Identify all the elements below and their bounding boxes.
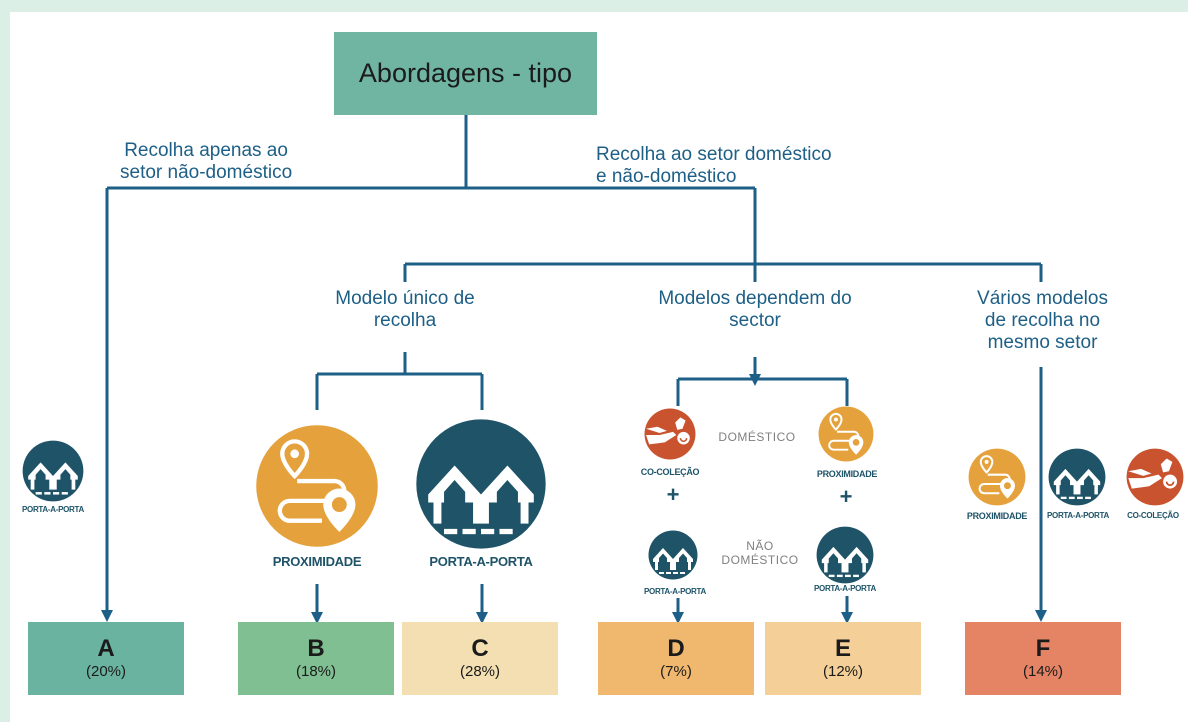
co-colecao-caption: CO-COLEÇÃO — [640, 467, 700, 477]
outcome-percent: (12%) — [822, 662, 863, 680]
porta-a-porta-caption: PORTA-A-PORTA — [643, 587, 707, 596]
co-colecao-icon — [644, 408, 696, 460]
outcome-box-b: B (18%) — [238, 622, 394, 695]
outcome-letter: D — [667, 634, 685, 662]
proximidade-icon — [968, 448, 1026, 506]
outcome-box-a: A (20%) — [28, 622, 184, 695]
model-by-sector-label: Modelos dependem do sector — [658, 288, 852, 331]
co-colecao-icon — [1126, 448, 1184, 506]
arrow-c — [476, 612, 488, 624]
porta-a-porta-caption: PORTA-A-PORTA — [429, 554, 533, 569]
root-title: Abordagens - tipo — [358, 58, 573, 88]
outcome-percent: (20%) — [85, 662, 126, 680]
sector-non-domestic-label: NÃO DOMÉSTICO — [721, 539, 799, 567]
diagram-canvas: Abordagens - tipo Recolha apenas ao seto… — [10, 12, 1188, 722]
branch-non-domestic-label: Recolha apenas ao setor não-doméstico — [120, 140, 293, 183]
outcome-letter: C — [471, 634, 489, 662]
co-colecao-caption: CO-COLEÇÃO — [1127, 511, 1179, 520]
outcome-percent: (18%) — [295, 662, 336, 680]
root-box: Abordagens - tipo — [334, 32, 597, 115]
porta-a-porta-caption: PORTA-A-PORTA — [1046, 511, 1110, 520]
proximidade-caption: PROXIMIDADE — [816, 469, 878, 479]
proximidade-icon — [818, 406, 874, 462]
arrow-a — [101, 610, 113, 622]
outcome-percent: (7%) — [660, 662, 692, 680]
proximidade-icon — [255, 424, 379, 548]
arrow-sector — [749, 374, 761, 386]
outcome-box-d: D (7%) — [598, 622, 754, 695]
outcome-box-f: F (14%) — [965, 622, 1121, 695]
outcome-letter: E — [834, 634, 851, 662]
outcome-percent: (28%) — [459, 662, 500, 680]
outcome-box-e: E (12%) — [765, 622, 921, 695]
arrow-f — [1035, 610, 1047, 622]
porta-a-porta-icon — [648, 530, 698, 580]
proximidade-caption: PROXIMIDADE — [272, 554, 362, 569]
plus-sign-d: + — [666, 482, 680, 507]
outcome-letter: A — [97, 634, 115, 662]
model-multiple-label: Vários modelos de recolha no mesmo setor — [977, 288, 1108, 353]
model-single-label: Modelo único de recolha — [335, 288, 475, 331]
plus-sign-e: + — [839, 484, 853, 509]
outcome-letter: F — [1035, 634, 1051, 662]
branch-both-label: Recolha ao setor doméstico e não-domésti… — [596, 144, 832, 187]
outcome-percent: (14%) — [1022, 662, 1063, 680]
sector-domestic-label: DOMÉSTICO — [718, 430, 796, 444]
porta-a-porta-icon — [415, 418, 547, 550]
porta-a-porta-caption: PORTA-A-PORTA — [21, 505, 85, 514]
connector-lines — [101, 115, 1047, 624]
outcome-box-c: C (28%) — [402, 622, 558, 695]
arrow-b — [311, 612, 323, 624]
arrow-d — [672, 612, 684, 624]
arrow-e — [841, 612, 853, 624]
porta-a-porta-icon — [22, 440, 84, 502]
porta-a-porta-icon — [1048, 448, 1106, 506]
proximidade-caption: PROXIMIDADE — [966, 511, 1028, 521]
outcome-letter: B — [307, 634, 325, 662]
porta-a-porta-caption: PORTA-A-PORTA — [813, 584, 877, 593]
porta-a-porta-icon — [816, 526, 874, 584]
